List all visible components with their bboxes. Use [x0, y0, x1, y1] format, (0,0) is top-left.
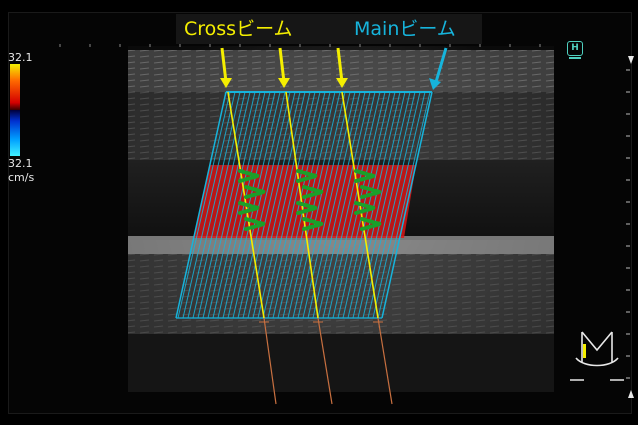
h-marker-underline	[569, 57, 581, 59]
scale-unit: cm/s	[8, 172, 34, 183]
scroll-up-arrow	[628, 390, 634, 398]
scale-max: 32.1	[8, 52, 33, 63]
h-marker-icon: H	[567, 41, 583, 56]
scroll-down-arrow	[628, 56, 634, 64]
probe-indicator	[583, 344, 586, 358]
main-beam-label: Mainビーム	[354, 15, 456, 43]
cross-beam-label: Crossビーム	[184, 15, 293, 43]
scale-min: 32.1	[8, 158, 33, 169]
probe-orientation-icon	[570, 326, 624, 380]
color-scale-bar	[10, 64, 20, 156]
